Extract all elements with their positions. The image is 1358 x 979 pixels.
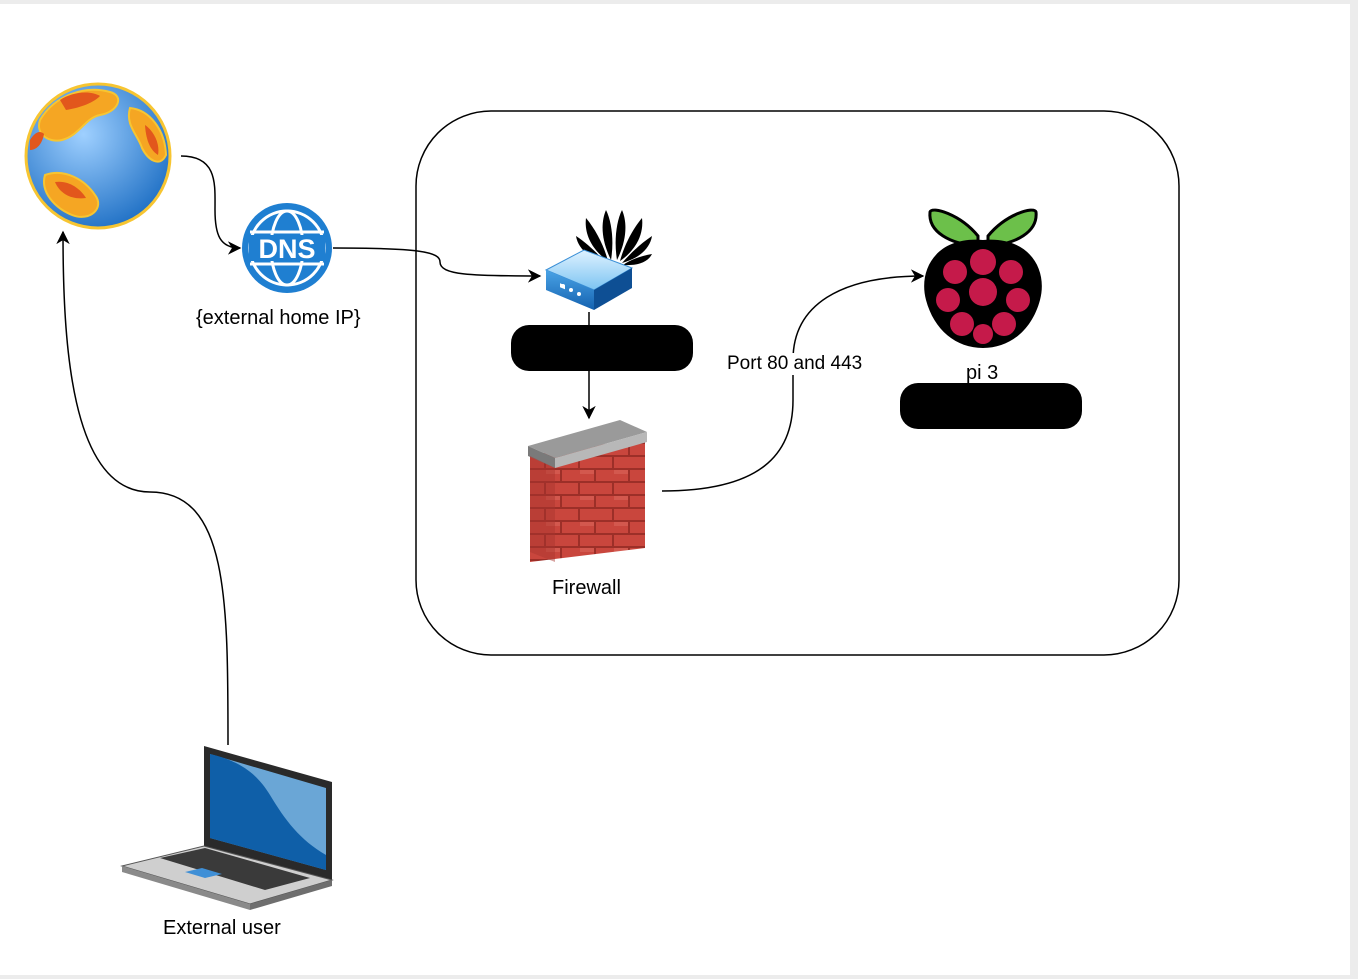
dns-icon <box>242 203 332 293</box>
raspberry-pi-icon <box>924 208 1042 348</box>
globe-icon <box>24 82 172 230</box>
brick-wall-icon <box>528 420 647 562</box>
edge-firewall-to-pi <box>661 269 925 492</box>
edge-dns-to-router <box>332 247 542 283</box>
dns-label: {external home IP} <box>196 307 361 329</box>
router-icon <box>544 249 634 310</box>
external-user-label: External user <box>163 917 281 939</box>
router-label-redacted <box>511 325 693 371</box>
dns-badge: DNS <box>258 234 315 264</box>
firewall-label: Firewall <box>552 577 621 599</box>
pi-sublabel-redacted <box>900 383 1082 429</box>
pi-label: pi 3 <box>966 362 999 384</box>
edge-label-ports: Port 80 and 443 <box>725 353 865 375</box>
laptop-icon <box>120 746 334 910</box>
edge-internet-to-dns <box>180 155 242 255</box>
home-network-boundary <box>415 110 1180 656</box>
edge-user-to-internet <box>56 230 229 746</box>
